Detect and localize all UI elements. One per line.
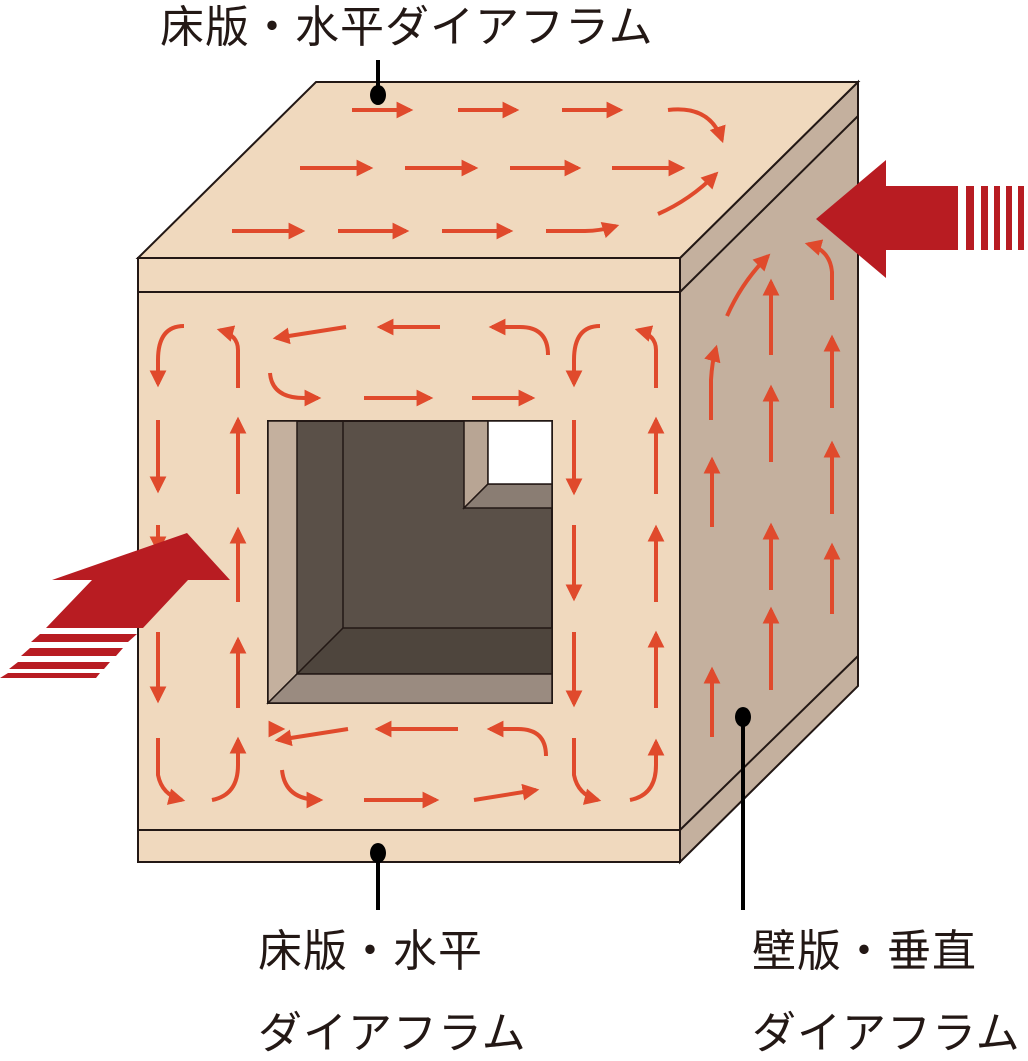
- wall-opening: [266, 420, 553, 705]
- leader-wall: [735, 707, 751, 910]
- label-wall-slab-line2: ダイアフラム: [752, 1008, 1021, 1059]
- top-slab-flow-arrows: [232, 101, 726, 240]
- label-top-floor-slab-diaphragm: 床版・水平ダイアフラム: [160, 2, 654, 53]
- side-wall-flow-arrows: [703, 239, 841, 737]
- leader-bottom: [370, 843, 386, 910]
- label-wall-slab-line1: 壁版・垂直: [752, 926, 977, 977]
- front-wall-flow-arrows: [149, 318, 665, 809]
- leader-top: [370, 60, 386, 105]
- label-bottom-floor-slab-line2: ダイアフラム: [258, 1008, 527, 1059]
- lateral-load-arrow-right: [816, 160, 1024, 278]
- lateral-load-arrow-left: [0, 533, 230, 678]
- label-bottom-floor-slab-line1: 床版・水平: [258, 926, 483, 977]
